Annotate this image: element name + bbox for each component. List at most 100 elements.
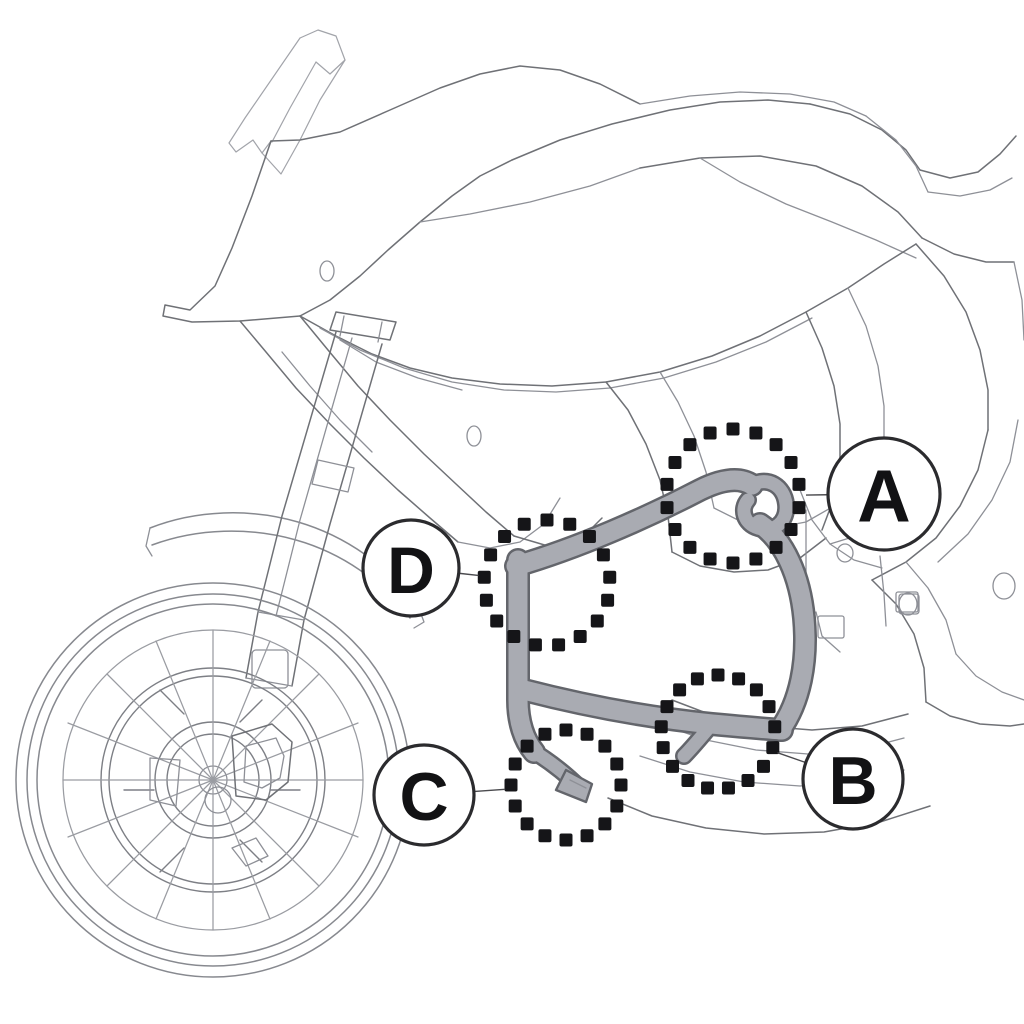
highlight-dot: [601, 593, 615, 607]
highlight-dot: [520, 817, 534, 831]
highlight-dot: [749, 426, 763, 440]
callout-d[interactable]: D: [361, 518, 461, 618]
highlight-rings-group: [477, 422, 806, 847]
highlight-dot: [703, 552, 717, 566]
highlight-dot: [580, 727, 594, 741]
highlight-dot: [732, 672, 746, 686]
highlight-dot: [660, 477, 674, 491]
callout-markers-group[interactable]: A B C D: [361, 436, 942, 847]
callout-a-circle[interactable]: [826, 436, 942, 552]
callout-leaders-group: [459, 494, 828, 793]
highlight-dot: [673, 683, 687, 697]
highlight-dot: [690, 672, 704, 686]
highlight-dot: [784, 523, 798, 536]
highlight-dot: [552, 638, 566, 652]
highlight-dot: [573, 630, 587, 644]
highlight-dot: [703, 426, 717, 440]
front-fork: [245, 331, 383, 689]
callout-c-leader-line: [474, 788, 506, 793]
highlight-dot: [559, 833, 573, 847]
highlight-dot: [711, 668, 725, 682]
brake-caliper: [204, 723, 293, 814]
callout-b-highlight-ring: [654, 668, 782, 795]
highlight-dot: [766, 741, 780, 755]
highlight-dot: [701, 781, 715, 795]
highlight-dot: [792, 477, 806, 491]
crash-bar-clamp-block: [554, 768, 594, 804]
highlight-dot: [769, 438, 783, 452]
callout-a[interactable]: A: [826, 436, 942, 552]
side-panel: [299, 243, 917, 393]
highlight-dot: [477, 570, 491, 584]
highlight-dot: [598, 817, 612, 831]
highlight-dot: [517, 517, 531, 531]
callout-d-highlight-ring: [477, 513, 617, 652]
highlight-dot: [666, 759, 680, 773]
highlight-dot: [668, 523, 682, 536]
highlight-dot: [762, 700, 776, 714]
front-wheel: [15, 582, 411, 978]
highlight-dot: [654, 720, 668, 734]
highlight-dot: [683, 540, 697, 554]
highlight-dot: [596, 548, 610, 562]
highlight-dot: [582, 529, 596, 543]
callout-a-highlight-ring: [660, 422, 806, 570]
callout-c-circle[interactable]: [372, 743, 476, 847]
highlight-dot: [563, 517, 577, 531]
highlight-dot: [580, 829, 594, 843]
callout-d-circle[interactable]: [361, 518, 461, 618]
highlight-dot: [559, 723, 573, 737]
rear-body: [871, 243, 1024, 727]
highlight-dot: [508, 757, 522, 771]
highlight-dot: [520, 739, 534, 753]
highlight-dot: [540, 513, 554, 527]
callout-d-leader-line: [459, 572, 479, 577]
highlight-dot: [538, 829, 552, 843]
highlight-dot: [721, 781, 735, 795]
highlight-dot: [756, 759, 770, 773]
highlight-dot: [598, 739, 612, 753]
callout-c-highlight-ring: [504, 723, 628, 847]
highlight-dot: [538, 727, 552, 741]
highlight-dot: [769, 540, 783, 554]
triple-clamp: [329, 311, 397, 343]
wheel-hub: [149, 757, 269, 867]
highlight-dot: [668, 456, 682, 469]
highlight-dot: [610, 799, 624, 813]
highlight-dot: [681, 773, 695, 787]
highlight-dot: [614, 778, 628, 792]
highlight-dot: [749, 683, 763, 697]
highlight-dot: [507, 630, 521, 644]
highlight-dot: [741, 773, 755, 787]
highlight-dot: [479, 593, 493, 607]
highlight-dot: [726, 556, 740, 570]
highlight-dot: [660, 700, 674, 714]
highlight-dot: [590, 614, 604, 628]
front-fairing: [162, 65, 641, 323]
highlight-dot: [603, 570, 617, 584]
callout-b-circle[interactable]: [801, 727, 905, 831]
callout-b-letter: B: [828, 743, 877, 819]
callout-b[interactable]: B: [801, 727, 905, 831]
callout-a-letter: A: [857, 455, 910, 538]
callout-d-letter: D: [387, 533, 435, 607]
callout-c[interactable]: C: [372, 743, 476, 847]
highlight-dot: [749, 552, 763, 566]
highlight-dot: [484, 548, 498, 562]
highlight-dot: [504, 778, 518, 792]
highlight-dot: [490, 614, 504, 628]
callout-b-leader-line: [777, 752, 806, 763]
fairing-ridge: [511, 91, 929, 193]
wheel-spokes: [62, 629, 364, 931]
highlight-dot: [726, 422, 740, 436]
highlight-dot: [528, 638, 542, 652]
callout-c-letter: C: [399, 759, 448, 835]
windscreen: [228, 29, 346, 175]
front-beak: [239, 260, 603, 549]
highlight-dot: [660, 501, 674, 515]
highlight-dot: [656, 741, 670, 755]
highlight-dot: [683, 438, 697, 452]
highlight-dot: [768, 720, 782, 734]
